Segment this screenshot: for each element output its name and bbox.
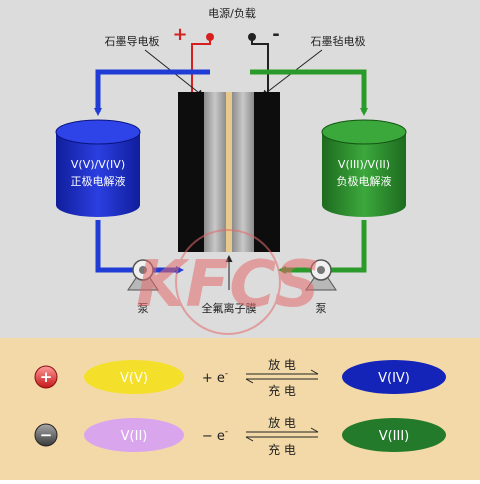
reaction-panel-background [0, 338, 480, 480]
electron-loss: − e- [202, 427, 228, 444]
vii-species: V(II) [121, 429, 148, 444]
negative-return-pipe [250, 69, 368, 116]
positive-wire [191, 37, 211, 94]
left-pump-icon [127, 259, 159, 291]
graphite-plate-label: 石墨导电板 [105, 34, 160, 48]
right-pump-label: 泵 [316, 302, 327, 315]
positive-electrolyte-tank: V(V)/V(IV) 正极电解液 [55, 119, 141, 217]
right-graphite-plate [254, 92, 280, 252]
discharge-label-positive: 放 电 [268, 357, 296, 372]
positive-electrode-icon [34, 365, 58, 389]
positive-terminal-sign: + [172, 24, 187, 45]
left-graphite-felt [204, 92, 226, 252]
electron-gain: + e- [202, 369, 228, 386]
ion-membrane [226, 92, 232, 252]
charge-label-negative: 充 电 [268, 442, 296, 457]
reaction-negative: − V(II) − e- 放 电 充 电 V(III) [34, 415, 446, 457]
right-graphite-felt [232, 92, 254, 252]
power-load-label: 电源/负载 [208, 6, 256, 20]
negative-sign: − [40, 426, 53, 444]
viv-ellipse [342, 360, 446, 394]
negative-tank-label: 负极电解液 [337, 174, 392, 188]
membrane-label: 全氟离子膜 [202, 301, 257, 315]
negative-terminal-sign: - [272, 24, 279, 45]
cell-stack [178, 92, 280, 252]
positive-return-pipe [94, 69, 210, 116]
negative-electrolyte-tank: V(III)/V(II) 负极电解液 [321, 119, 407, 217]
left-pump-label: 泵 [138, 302, 149, 315]
positive-tank-label: 正极电解液 [71, 174, 126, 188]
positive-sign: + [40, 368, 53, 386]
charge-label-positive: 充 电 [268, 383, 296, 398]
negative-feed-pipe [278, 220, 367, 274]
left-graphite-plate [178, 92, 204, 252]
positive-tank-species: V(V)/V(IV) [71, 158, 125, 171]
negative-wire [251, 37, 269, 94]
viii-species: V(III) [379, 429, 410, 444]
viii-ellipse [342, 418, 446, 452]
graphite-felt-label: 石墨毡电极 [311, 34, 366, 48]
discharge-label-negative: 放 电 [268, 415, 296, 430]
negative-tank-species: V(III)/V(II) [338, 158, 390, 171]
viv-species: V(IV) [378, 371, 410, 386]
svg-text:KFCS: KFCS [136, 248, 320, 322]
kfcs-watermark: KFCS [136, 229, 320, 335]
negative-electrode-icon [34, 423, 58, 447]
right-pump-icon [305, 259, 337, 291]
reaction-positive: + V(V) + e- 放 电 充 电 V(IV) [34, 357, 446, 398]
vv-ellipse [84, 360, 184, 394]
vii-ellipse [84, 418, 184, 452]
vv-species: V(V) [120, 371, 148, 386]
